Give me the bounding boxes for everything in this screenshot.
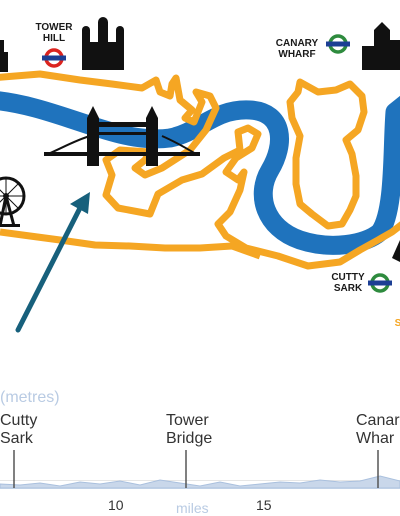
edge-glyph: S [394, 318, 400, 329]
castle-icon-left [0, 40, 8, 72]
gridline [0, 480, 400, 481]
tower-of-london-icon [82, 17, 124, 70]
axis-tick-10: 10 [108, 497, 124, 513]
tube-roundel-icon-cutty-sark [368, 273, 392, 293]
landmark-label-cutty-sark: Cutty Sark [0, 412, 38, 447]
building-icon-right [392, 240, 400, 262]
canary-wharf-towers-icon [362, 22, 400, 70]
label-tower-hill: TOWER HILL [35, 22, 73, 44]
elevation-area [0, 475, 400, 489]
tower-bridge-icon [44, 106, 200, 166]
pointer-arrow [15, 192, 90, 333]
axis-tick-15: 15 [256, 497, 272, 513]
landmark-label-canary-wharf: Canar Whar [356, 412, 400, 447]
london-eye-icon [0, 176, 26, 227]
route-map [0, 17, 400, 333]
axis-label-miles: miles [176, 500, 209, 516]
label-cutty-sark: CUTTY SARK [331, 272, 365, 294]
label-canary-wharf: CANARY WHARF [275, 38, 319, 60]
tube-roundel-icon-tower-hill [42, 48, 66, 68]
marathon-route-east-loop [286, 78, 368, 230]
elevation-profile [0, 450, 400, 489]
profile-title: (metres) [0, 389, 60, 406]
marathon-route [0, 70, 400, 270]
landmark-label-tower-bridge: Tower Bridge [166, 412, 213, 447]
tube-roundel-icon-canary-wharf [326, 34, 350, 54]
marathon-route-south [0, 228, 262, 260]
